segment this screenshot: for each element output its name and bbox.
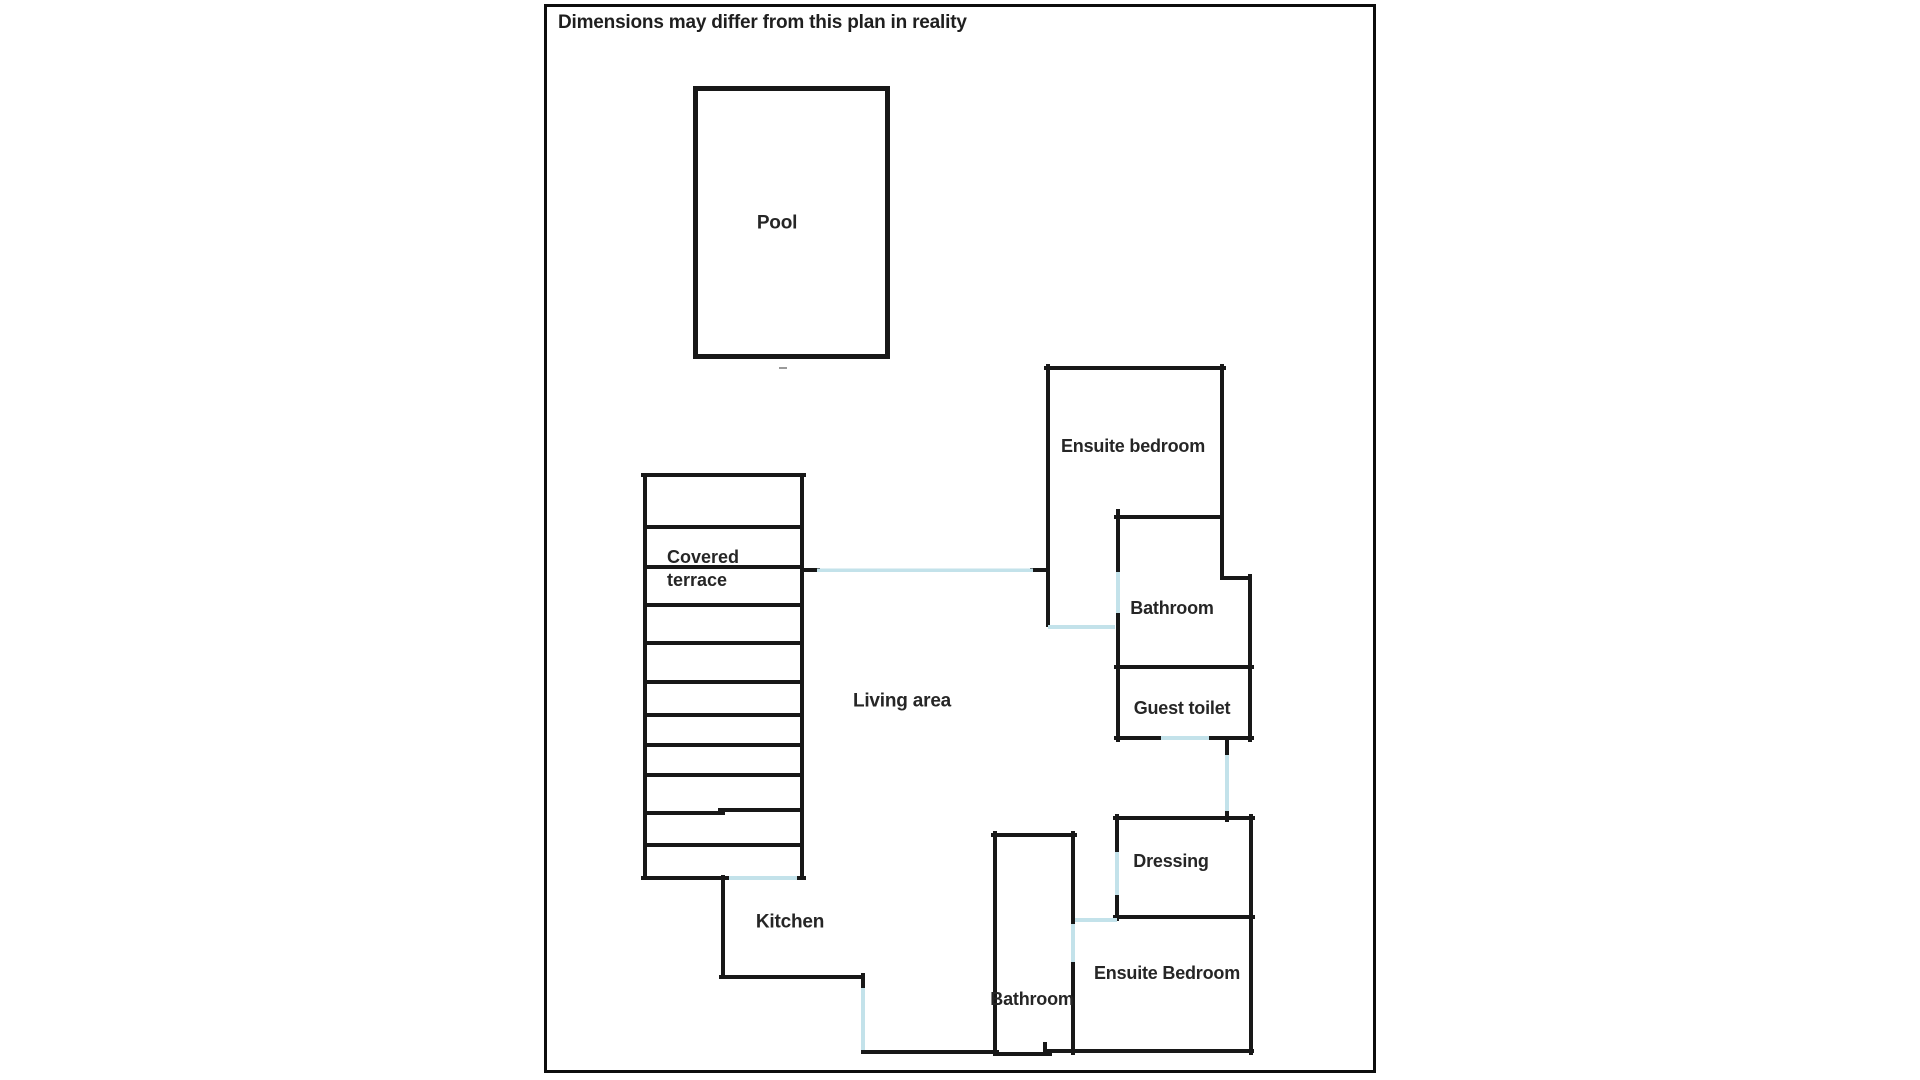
room-label-dressing: Dressing (1133, 851, 1209, 872)
room-label-bathroom-right: Bathroom (1130, 598, 1214, 619)
room-label-ensuite-bedroom-top: Ensuite bedroom (1060, 436, 1206, 457)
room-label-covered-terrace: Covered terrace (667, 546, 739, 592)
bathroom-right-walls (1114, 509, 1254, 671)
disclaimer-text: Dimensions may differ from this plan in … (558, 12, 967, 33)
bathroom-bottom-walls (991, 831, 1077, 1055)
covered-terrace-line1: Covered (667, 547, 740, 567)
covered-terrace-line2: terrace (667, 570, 728, 590)
room-label-kitchen: Kitchen (755, 911, 825, 933)
dressing-walls (1113, 814, 1255, 1055)
room-label-living-area: Living area (852, 690, 952, 712)
room-label-guest-toilet: Guest toilet (1133, 698, 1231, 719)
page-border (544, 4, 1376, 1073)
covered-terrace-walls (641, 473, 806, 880)
room-label-pool: Pool (756, 212, 798, 234)
ensuite-bedroom-top-walls (1044, 364, 1252, 671)
pool-outline (693, 86, 890, 359)
kitchen-walls (719, 875, 1254, 1056)
room-label-ensuite-bedroom-bottom: Ensuite Bedroom (1093, 963, 1241, 984)
guest-toilet-walls (1114, 663, 1254, 742)
room-label-bathroom-bottom: Bathroom (990, 989, 1074, 1010)
